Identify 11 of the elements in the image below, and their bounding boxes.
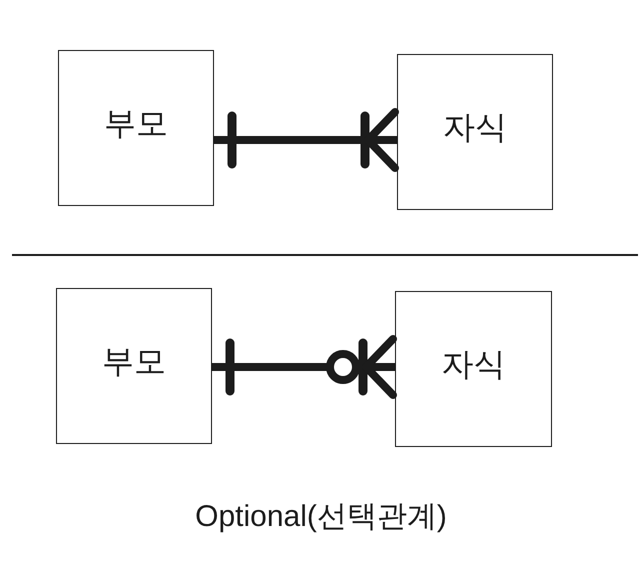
entity-box [58,50,214,206]
caption: Optional(선택관계) [195,499,447,535]
entity-box [397,54,553,210]
entity-name: 자식 [443,108,507,147]
entity-box [56,288,212,444]
relationship-connector [212,334,398,400]
entity-name: 부모 [102,342,166,381]
entity-box [395,291,552,447]
entity-name: 자식 [442,345,506,384]
entity-name: 부모 [104,104,168,143]
relationship-connector [214,108,400,172]
